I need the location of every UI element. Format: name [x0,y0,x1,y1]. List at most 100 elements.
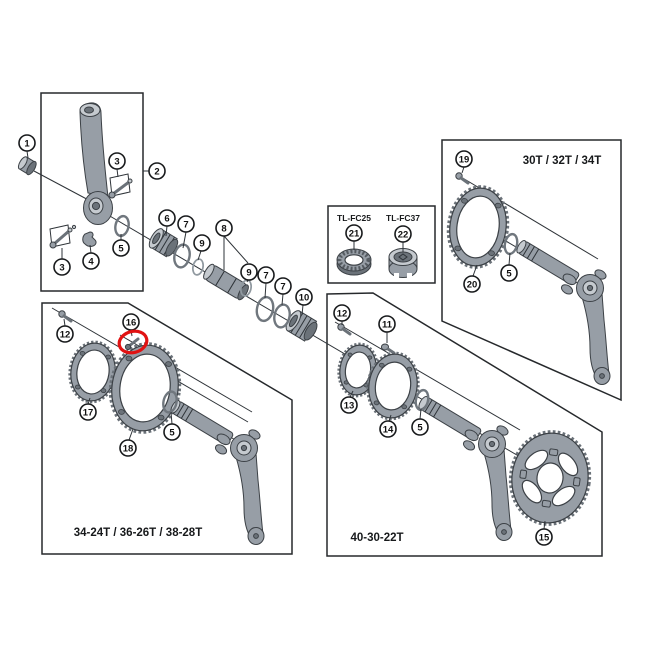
safety-plate-part [82,231,97,247]
callout-7-3: 7 [274,277,292,295]
callout-20: 20 [463,275,481,293]
svg-text:20: 20 [467,279,478,290]
triple-chainring-box-frame [326,292,603,557]
ring-bolt-triple-part [380,343,396,355]
lockring-tool-part [336,248,372,276]
oring-triple-part [414,388,430,412]
svg-text:8: 8 [221,223,226,234]
bb-sleeve-part [203,263,249,301]
callout-12-triple: 12 [333,304,351,322]
callout-7-1: 7 [177,215,195,233]
svg-text:19: 19 [459,154,470,165]
callout-5-left: 5 [112,239,130,257]
callout-3-upper: 3 [108,152,126,170]
svg-text:3: 3 [59,262,64,273]
callout-6: 6 [158,209,176,227]
label-triple-chainring: 40-30-22T [350,532,403,544]
bb-oring-2-part [255,295,275,323]
pinch-bolt-lower-part [49,224,77,249]
svg-text:10: 10 [299,292,310,303]
label-double-chainring: 34-24T / 36-26T / 38-28T [74,527,202,539]
svg-text:4: 4 [88,256,94,267]
adapter-tool-part [388,248,418,278]
tools-box-frame [327,205,436,284]
bb-oring-1-part [173,243,191,269]
oring-left-part [114,214,130,238]
callout-13: 13 [340,396,358,414]
svg-text:12: 12 [337,308,348,319]
svg-text:7: 7 [280,281,285,292]
fixing-bolt-double-part [58,310,73,323]
crank-cap-part [17,156,37,176]
chainring-single-part [446,185,510,269]
svg-text:16: 16 [126,317,137,328]
svg-text:2: 2 [154,166,159,177]
oring-single-part [503,232,519,256]
svg-text:7: 7 [263,270,268,281]
chainring-large-double-part [108,342,182,434]
label-tool-fc37: TL-FC37 [386,213,420,223]
double-chainring-box-frame [41,302,293,555]
label-single-chainring: 30T / 32T / 34T [523,155,602,167]
callout-16: 16 [122,313,140,331]
left-crank-arm [79,102,113,225]
callout-19: 19 [455,150,473,168]
callout-7-2: 7 [257,266,275,284]
svg-text:22: 22 [398,229,409,240]
svg-text:5: 5 [118,243,124,254]
chainring-small-double-part [68,340,118,404]
ring-bolt-double-part [124,337,140,351]
callout-10: 10 [295,288,313,306]
label-tool-fc25: TL-FC25 [337,213,371,223]
highlight-ring [117,329,149,355]
svg-text:9: 9 [199,238,204,249]
callout-14: 14 [379,420,397,438]
leader-lines [26,150,546,530]
right-crank-arm [509,226,611,385]
bb-cup-right-part [285,310,318,342]
callout-9-2: 9 [240,263,258,281]
callout-11: 11 [378,315,396,333]
svg-text:11: 11 [382,319,393,330]
bb-ring-1-part [191,258,205,276]
single-chainring-box-frame [441,139,622,402]
callout-17: 17 [79,403,97,421]
svg-text:7: 7 [183,219,188,230]
oring-double-part [162,390,178,414]
svg-text:14: 14 [383,424,394,435]
callout-18: 18 [119,439,137,457]
svg-text:5: 5 [506,268,512,279]
callout-5-triple: 5 [411,418,429,436]
fixing-bolt-triple-part [337,323,352,336]
callout-9-1: 9 [193,234,211,252]
left-crank-box-frame [40,92,144,292]
callout-2: 2 [148,162,166,180]
pinch-bolt-upper-part [108,173,133,199]
svg-text:6: 6 [164,213,169,224]
chainring-mid-triple-part [366,351,420,421]
svg-text:1: 1 [24,138,30,149]
callout-4: 4 [82,252,100,270]
callout-5-single: 5 [500,264,518,282]
svg-text:12: 12 [60,329,71,340]
callout-15: 15 [535,528,553,546]
callout-22: 22 [394,225,412,243]
callout-5-double: 5 [163,423,181,441]
callout-1: 1 [18,134,36,152]
bb-cup-left-part [148,228,179,258]
svg-text:18: 18 [123,443,134,454]
callout-8: 8 [215,219,233,237]
svg-text:13: 13 [344,400,355,411]
ring-bolt-single-part [455,172,470,185]
callout-21: 21 [345,224,363,242]
svg-text:21: 21 [349,228,360,239]
callout-3-lower: 3 [53,258,71,276]
svg-text:15: 15 [539,532,550,543]
svg-text:5: 5 [417,422,423,433]
chainring-large-triple-part [508,430,592,526]
svg-text:5: 5 [169,427,175,438]
svg-text:9: 9 [246,267,251,278]
svg-text:17: 17 [83,407,94,418]
